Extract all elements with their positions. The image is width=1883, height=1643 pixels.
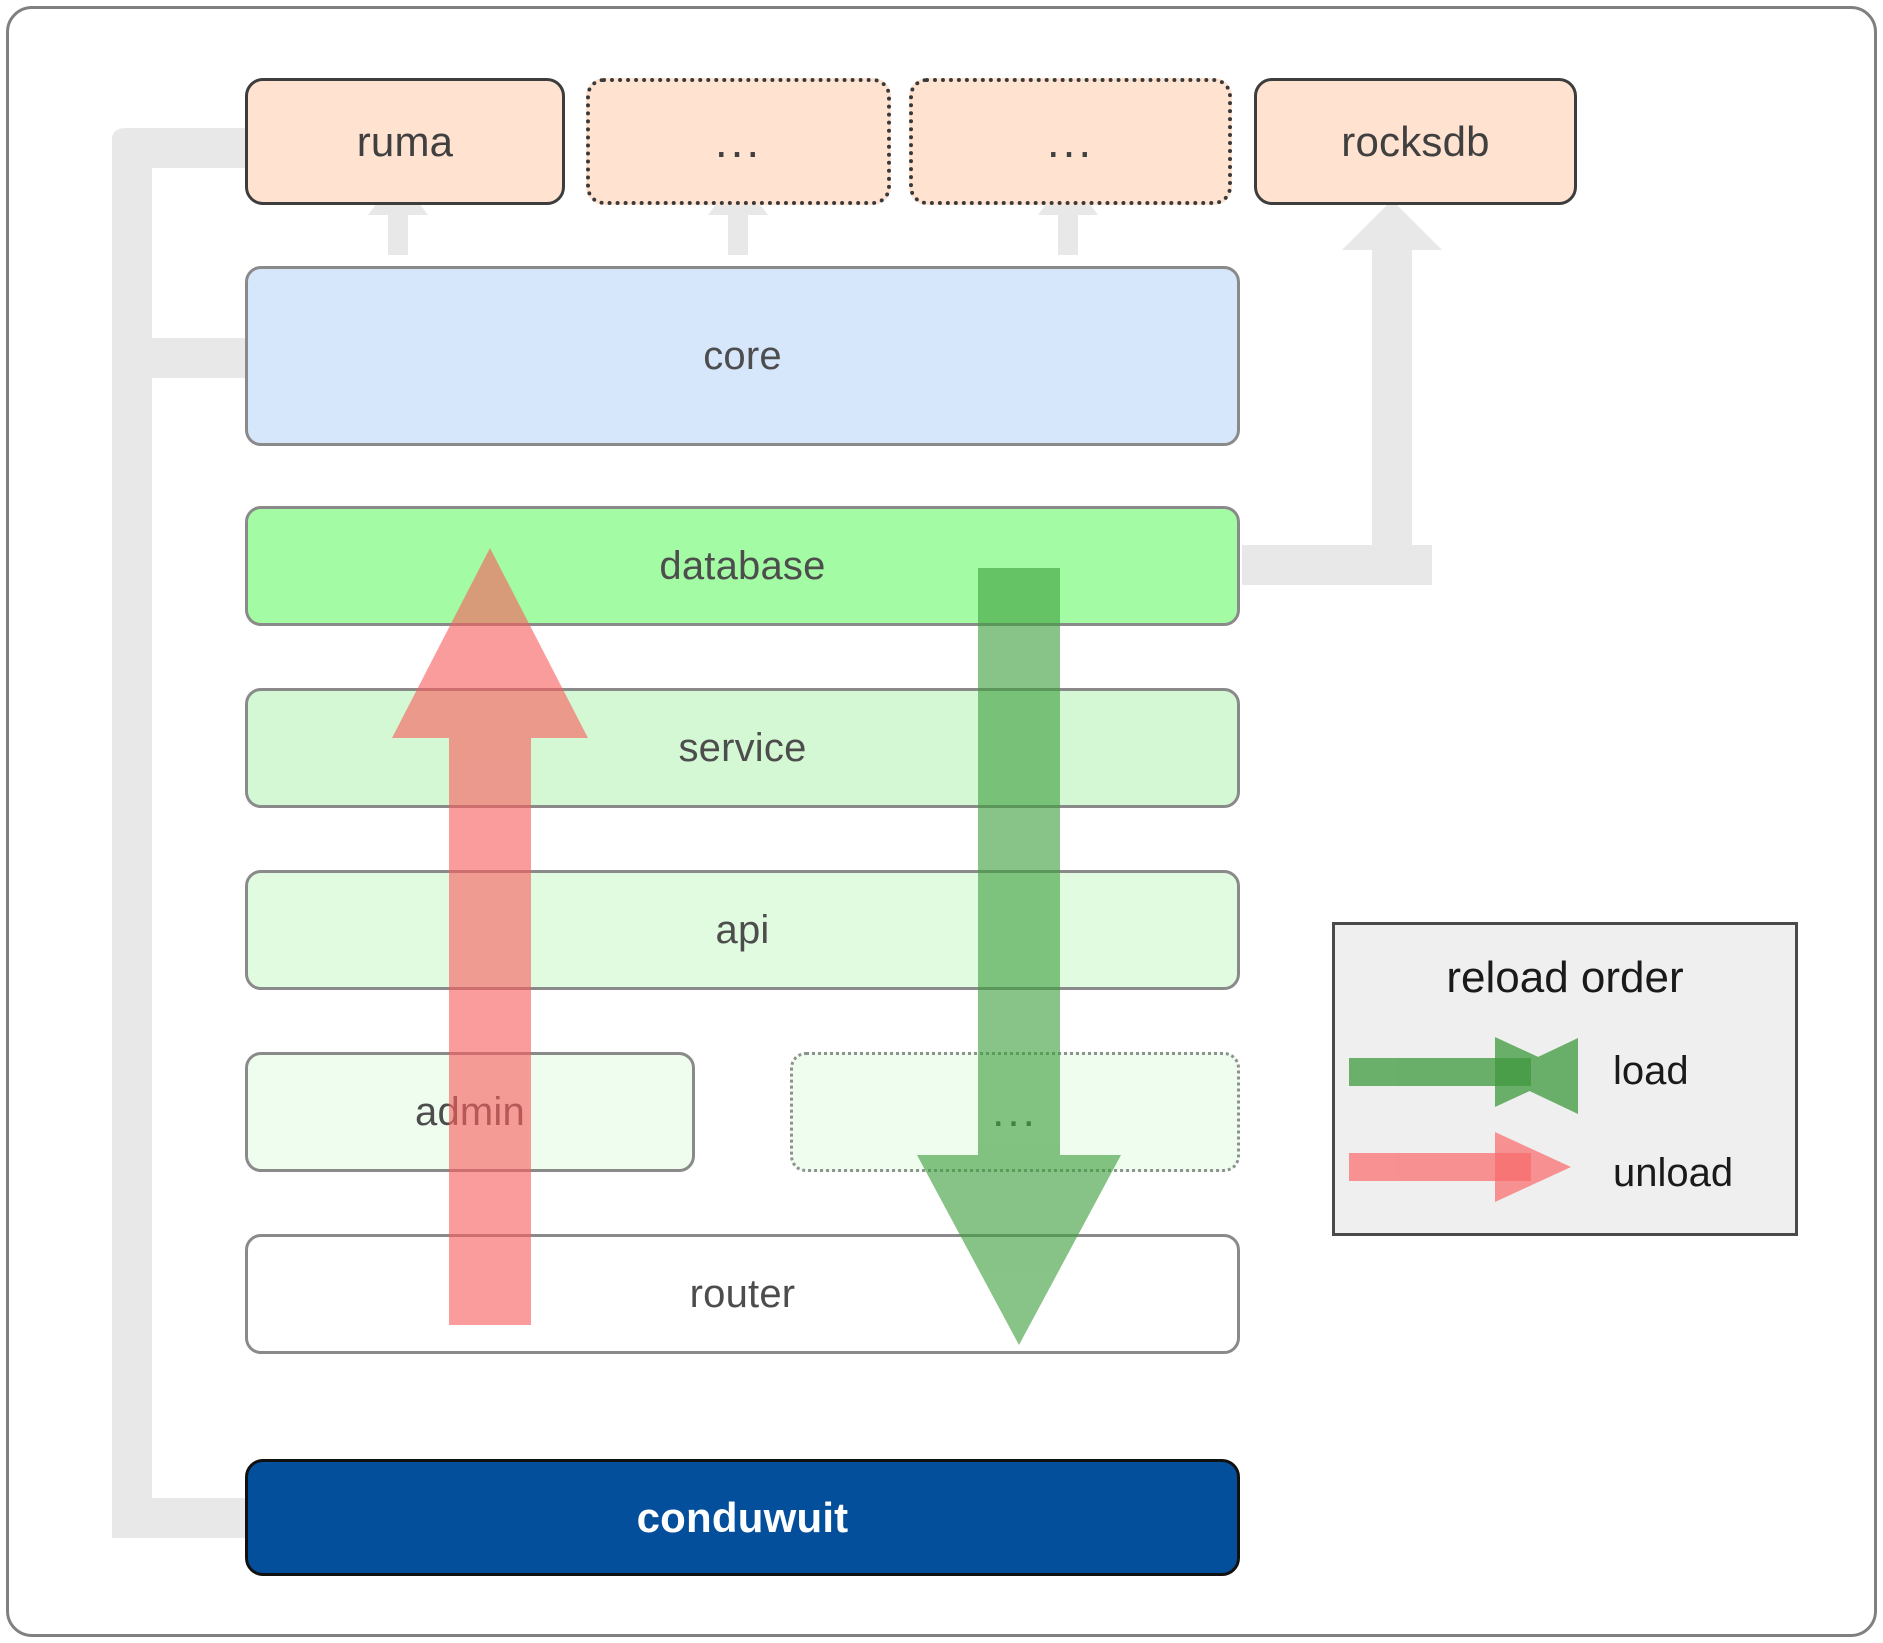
node-admin[interactable]: admin (245, 1052, 695, 1172)
node-label-database: database (659, 543, 826, 588)
node-api[interactable]: api (245, 870, 1240, 990)
legend-title: reload order (1446, 953, 1684, 1002)
node-label-router: router (689, 1271, 796, 1316)
node-layer-placeholder[interactable]: ... (790, 1052, 1240, 1172)
node-label-api: api (715, 907, 770, 952)
dep-label-ruma: ruma (356, 117, 454, 165)
dep-label-placeholder-2: ... (1046, 115, 1095, 168)
legend-arrow-swatches (1349, 1037, 1578, 1202)
dep-box-placeholder-2[interactable]: ... (909, 78, 1232, 205)
dep-label-rocksdb: rocksdb (1341, 117, 1490, 165)
legend-load-arrow-swatch (1349, 1037, 1578, 1114)
diagram-frame (6, 6, 1877, 1637)
legend-label-load: load (1613, 1049, 1689, 1093)
node-router[interactable]: router (245, 1234, 1240, 1354)
dep-box-ruma[interactable]: ruma (245, 78, 565, 205)
node-label-service: service (678, 725, 807, 770)
node-service[interactable]: service (245, 688, 1240, 808)
legend-label-unload: unload (1613, 1151, 1734, 1195)
legend-unload-arrow-swatch (1349, 1132, 1571, 1202)
node-label-core: core (703, 333, 782, 378)
dep-box-rocksdb[interactable]: rocksdb (1254, 78, 1577, 205)
node-label-admin: admin (415, 1089, 525, 1134)
dep-box-placeholder-1[interactable]: ... (586, 78, 891, 205)
node-core[interactable]: core (245, 266, 1240, 446)
legend-panel: reload order load unload (1332, 922, 1798, 1236)
node-conduwuit[interactable]: conduwuit (245, 1459, 1240, 1576)
node-database[interactable]: database (245, 506, 1240, 626)
node-label-conduwuit: conduwuit (636, 1493, 849, 1541)
dep-label-placeholder-1: ... (714, 115, 763, 168)
node-label-layer-placeholder: ... (992, 1087, 1038, 1137)
